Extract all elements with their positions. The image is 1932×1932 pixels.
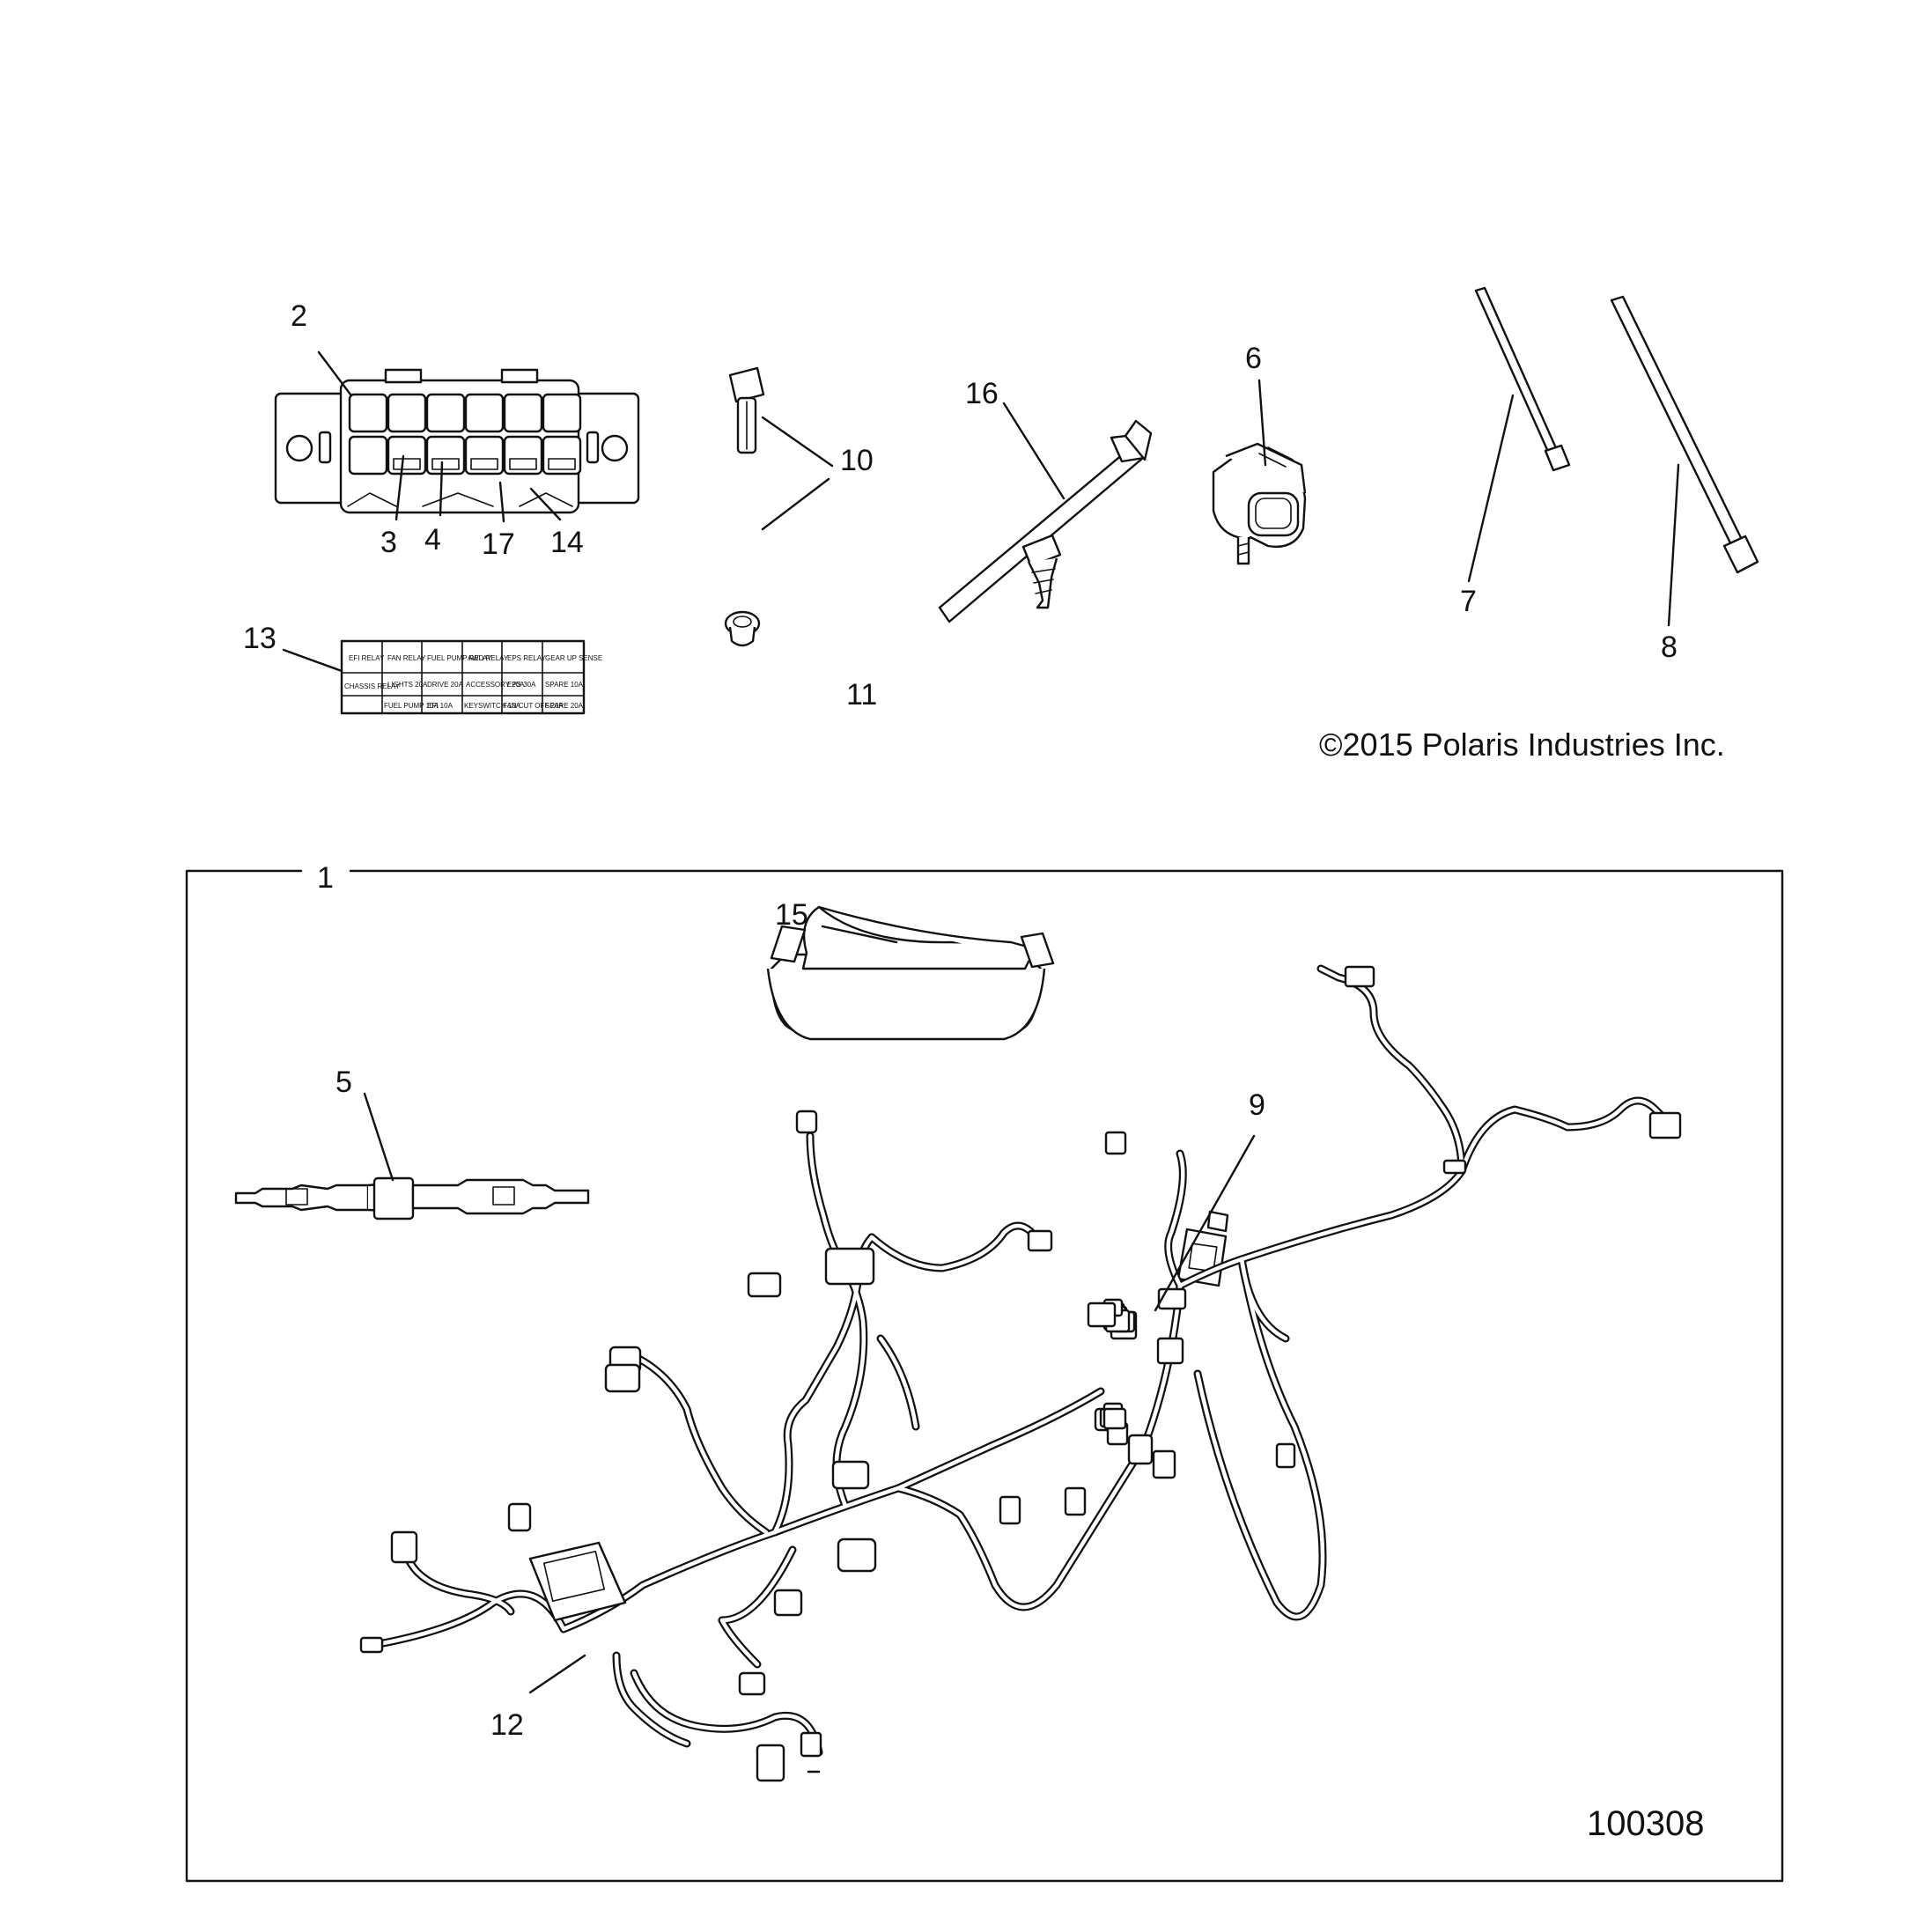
- fuse-box-cover: [766, 905, 1055, 1041]
- fuse-decal: EFI RELAY FAN RELAY FUEL PUMP RELAY AWD …: [340, 639, 602, 715]
- bolt: [728, 366, 765, 454]
- callout-7: 7: [1460, 585, 1477, 618]
- main-wire-harness: [359, 964, 1682, 1782]
- decal-eps: EPS 30A: [507, 681, 536, 689]
- decal-efi: EFI 10A: [427, 702, 454, 710]
- decal-drive: DRIVE 20A: [427, 681, 464, 689]
- callout-3: 3: [380, 526, 397, 559]
- callout-2: 2: [291, 299, 307, 333]
- decal-spare-10a: SPARE 10A: [545, 681, 584, 689]
- cable-tie-long-2: [1610, 295, 1759, 574]
- decal-awd-relay: AWD RELAY: [468, 654, 509, 662]
- decal-spare-20a: SPARE 20A: [545, 702, 584, 710]
- callout-4: 4: [424, 523, 441, 557]
- callout-13: 13: [243, 622, 277, 655]
- decal-gear-up-sense: GEAR UP SENSE: [545, 654, 602, 662]
- relay-grid: [348, 393, 582, 476]
- callout-11: 11: [846, 678, 877, 712]
- harness-kit-border: [185, 869, 1784, 1883]
- cable-tie-push-mount: [938, 419, 1153, 623]
- decal-efi-relay: EFI RELAY: [349, 654, 385, 662]
- harness-connectors: [359, 965, 1682, 1782]
- decal-keyswitch: KEYSWITCH 10A: [464, 702, 521, 710]
- callout-16: 16: [965, 377, 999, 410]
- copyright-text: ©2015 Polaris Industries Inc.: [1319, 726, 1725, 763]
- fuse-relay-box: [274, 368, 640, 514]
- decal-chassis-relay: CHASSIS RELAY: [344, 682, 401, 690]
- decal-fan-cut-off: FAN CUT OFF 20A: [503, 702, 564, 710]
- callout-10: 10: [840, 444, 874, 477]
- leader-lines: [282, 350, 1680, 1694]
- callout-1: 1: [317, 861, 334, 895]
- cable-tie-long: [1474, 286, 1571, 472]
- figure-id: 100308: [1587, 1804, 1704, 1843]
- callout-9: 9: [1249, 1088, 1265, 1122]
- callout-5: 5: [336, 1066, 352, 1099]
- decal-accessory: ACCESSORY 20A: [466, 681, 525, 689]
- decal-fuel-pump: FUEL PUMP 10A: [384, 702, 439, 710]
- callouts: 2 3 4 17 14 13 10 11 16 6 7 8 1 15 5 9 1…: [243, 299, 1678, 1742]
- grommet: [724, 610, 761, 647]
- decal-fan-relay: FAN RELAY: [387, 654, 426, 662]
- connector-housing: [1212, 442, 1307, 565]
- decal-fuel-pump-relay: FUEL PUMP RELAY: [427, 654, 492, 662]
- callout-6: 6: [1245, 342, 1262, 375]
- decal-lights: LIGHTS 20A: [387, 681, 428, 689]
- inline-fuse-holder: [234, 1176, 590, 1220]
- callout-8: 8: [1661, 630, 1678, 664]
- callout-14: 14: [550, 526, 584, 559]
- callout-15: 15: [775, 898, 808, 932]
- callout-17: 17: [482, 527, 515, 561]
- callout-12: 12: [490, 1708, 524, 1742]
- decal-eps-relay: EPS RELAY: [507, 654, 547, 662]
